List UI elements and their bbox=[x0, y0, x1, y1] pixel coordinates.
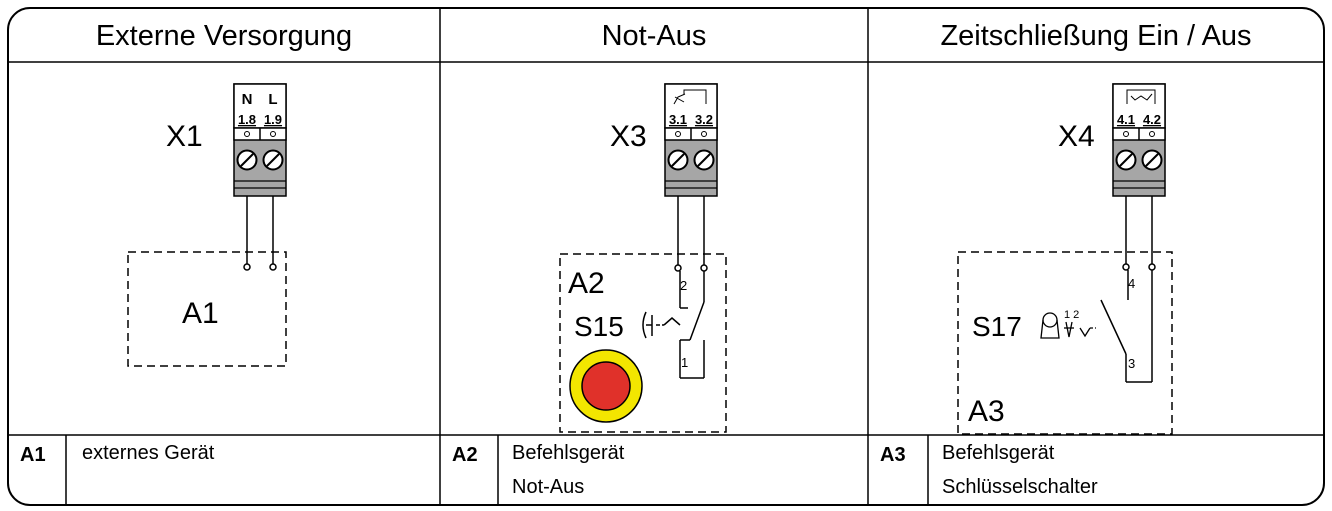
key-positions: 1 2 bbox=[1064, 309, 1079, 321]
terminal-block-x4: 4.1 4.2 bbox=[1112, 83, 1166, 197]
legend-text-a3: Befehlsgerät Schlüsselschalter bbox=[942, 436, 1098, 504]
key-switch-symbol bbox=[1040, 270, 1153, 383]
terminal-label-x3: X3 bbox=[610, 120, 647, 153]
terminal-pin-label: 1.8 bbox=[238, 112, 256, 127]
terminal-pin-label: 3.1 bbox=[669, 112, 687, 127]
header-not-aus: Not-Aus bbox=[601, 19, 707, 52]
terminal-pin-label: 3.2 bbox=[695, 112, 713, 127]
wire-number: 4 bbox=[1128, 276, 1135, 291]
estop-switch-symbol bbox=[642, 271, 705, 379]
legend-text-a2: Befehlsgerät Not-Aus bbox=[512, 436, 624, 504]
legend-code-a2: A2 bbox=[452, 444, 478, 466]
estop-button-icon bbox=[569, 349, 643, 423]
terminal-pin-label: 1.9 bbox=[264, 112, 282, 127]
device-label-a3: A3 bbox=[968, 395, 1005, 428]
legend-line: Not-Aus bbox=[512, 476, 585, 498]
outer-border bbox=[7, 7, 1325, 506]
terminal-pin-label: 4.1 bbox=[1117, 112, 1135, 127]
legend-line: Befehlsgerät bbox=[512, 442, 625, 464]
switch-label-s17: S17 bbox=[972, 311, 1022, 342]
terminal-label-x1: X1 bbox=[166, 120, 203, 153]
device-box-a3 bbox=[957, 251, 1173, 435]
terminal-top-label-l: L bbox=[268, 91, 277, 108]
legend-line: Schlüsselschalter bbox=[942, 476, 1098, 498]
terminal-pin-label: 4.2 bbox=[1143, 112, 1161, 127]
legend-line: Befehlsgerät bbox=[942, 442, 1055, 464]
estop-contact-icon bbox=[673, 89, 707, 105]
terminal-top-label-n: N bbox=[242, 91, 253, 108]
device-label-a2: A2 bbox=[568, 267, 605, 300]
wire-number: 1 bbox=[681, 355, 688, 370]
key-switch-contact-icon bbox=[1126, 89, 1156, 104]
header-zeitschliessung: Zeitschließung Ein / Aus bbox=[940, 19, 1252, 52]
legend-code-a1: A1 bbox=[20, 444, 46, 466]
device-box-a2 bbox=[559, 253, 727, 433]
switch-label-s15: S15 bbox=[574, 311, 624, 342]
header-externe-versorgung: Externe Versorgung bbox=[95, 19, 353, 52]
legend-text-a1: externes Gerät bbox=[82, 436, 214, 470]
legend-code-a3: A3 bbox=[880, 444, 906, 466]
device-label-a1: A1 bbox=[182, 297, 219, 330]
legend-line: externes Gerät bbox=[82, 442, 215, 464]
device-box-a1 bbox=[127, 251, 287, 367]
terminal-block-x1: N L 1.8 1.9 bbox=[233, 83, 287, 197]
wire-number: 2 bbox=[680, 278, 687, 293]
terminal-label-x4: X4 bbox=[1058, 120, 1095, 153]
terminal-block-x3: 3.1 3.2 bbox=[664, 83, 718, 197]
wire-number: 3 bbox=[1128, 356, 1135, 371]
